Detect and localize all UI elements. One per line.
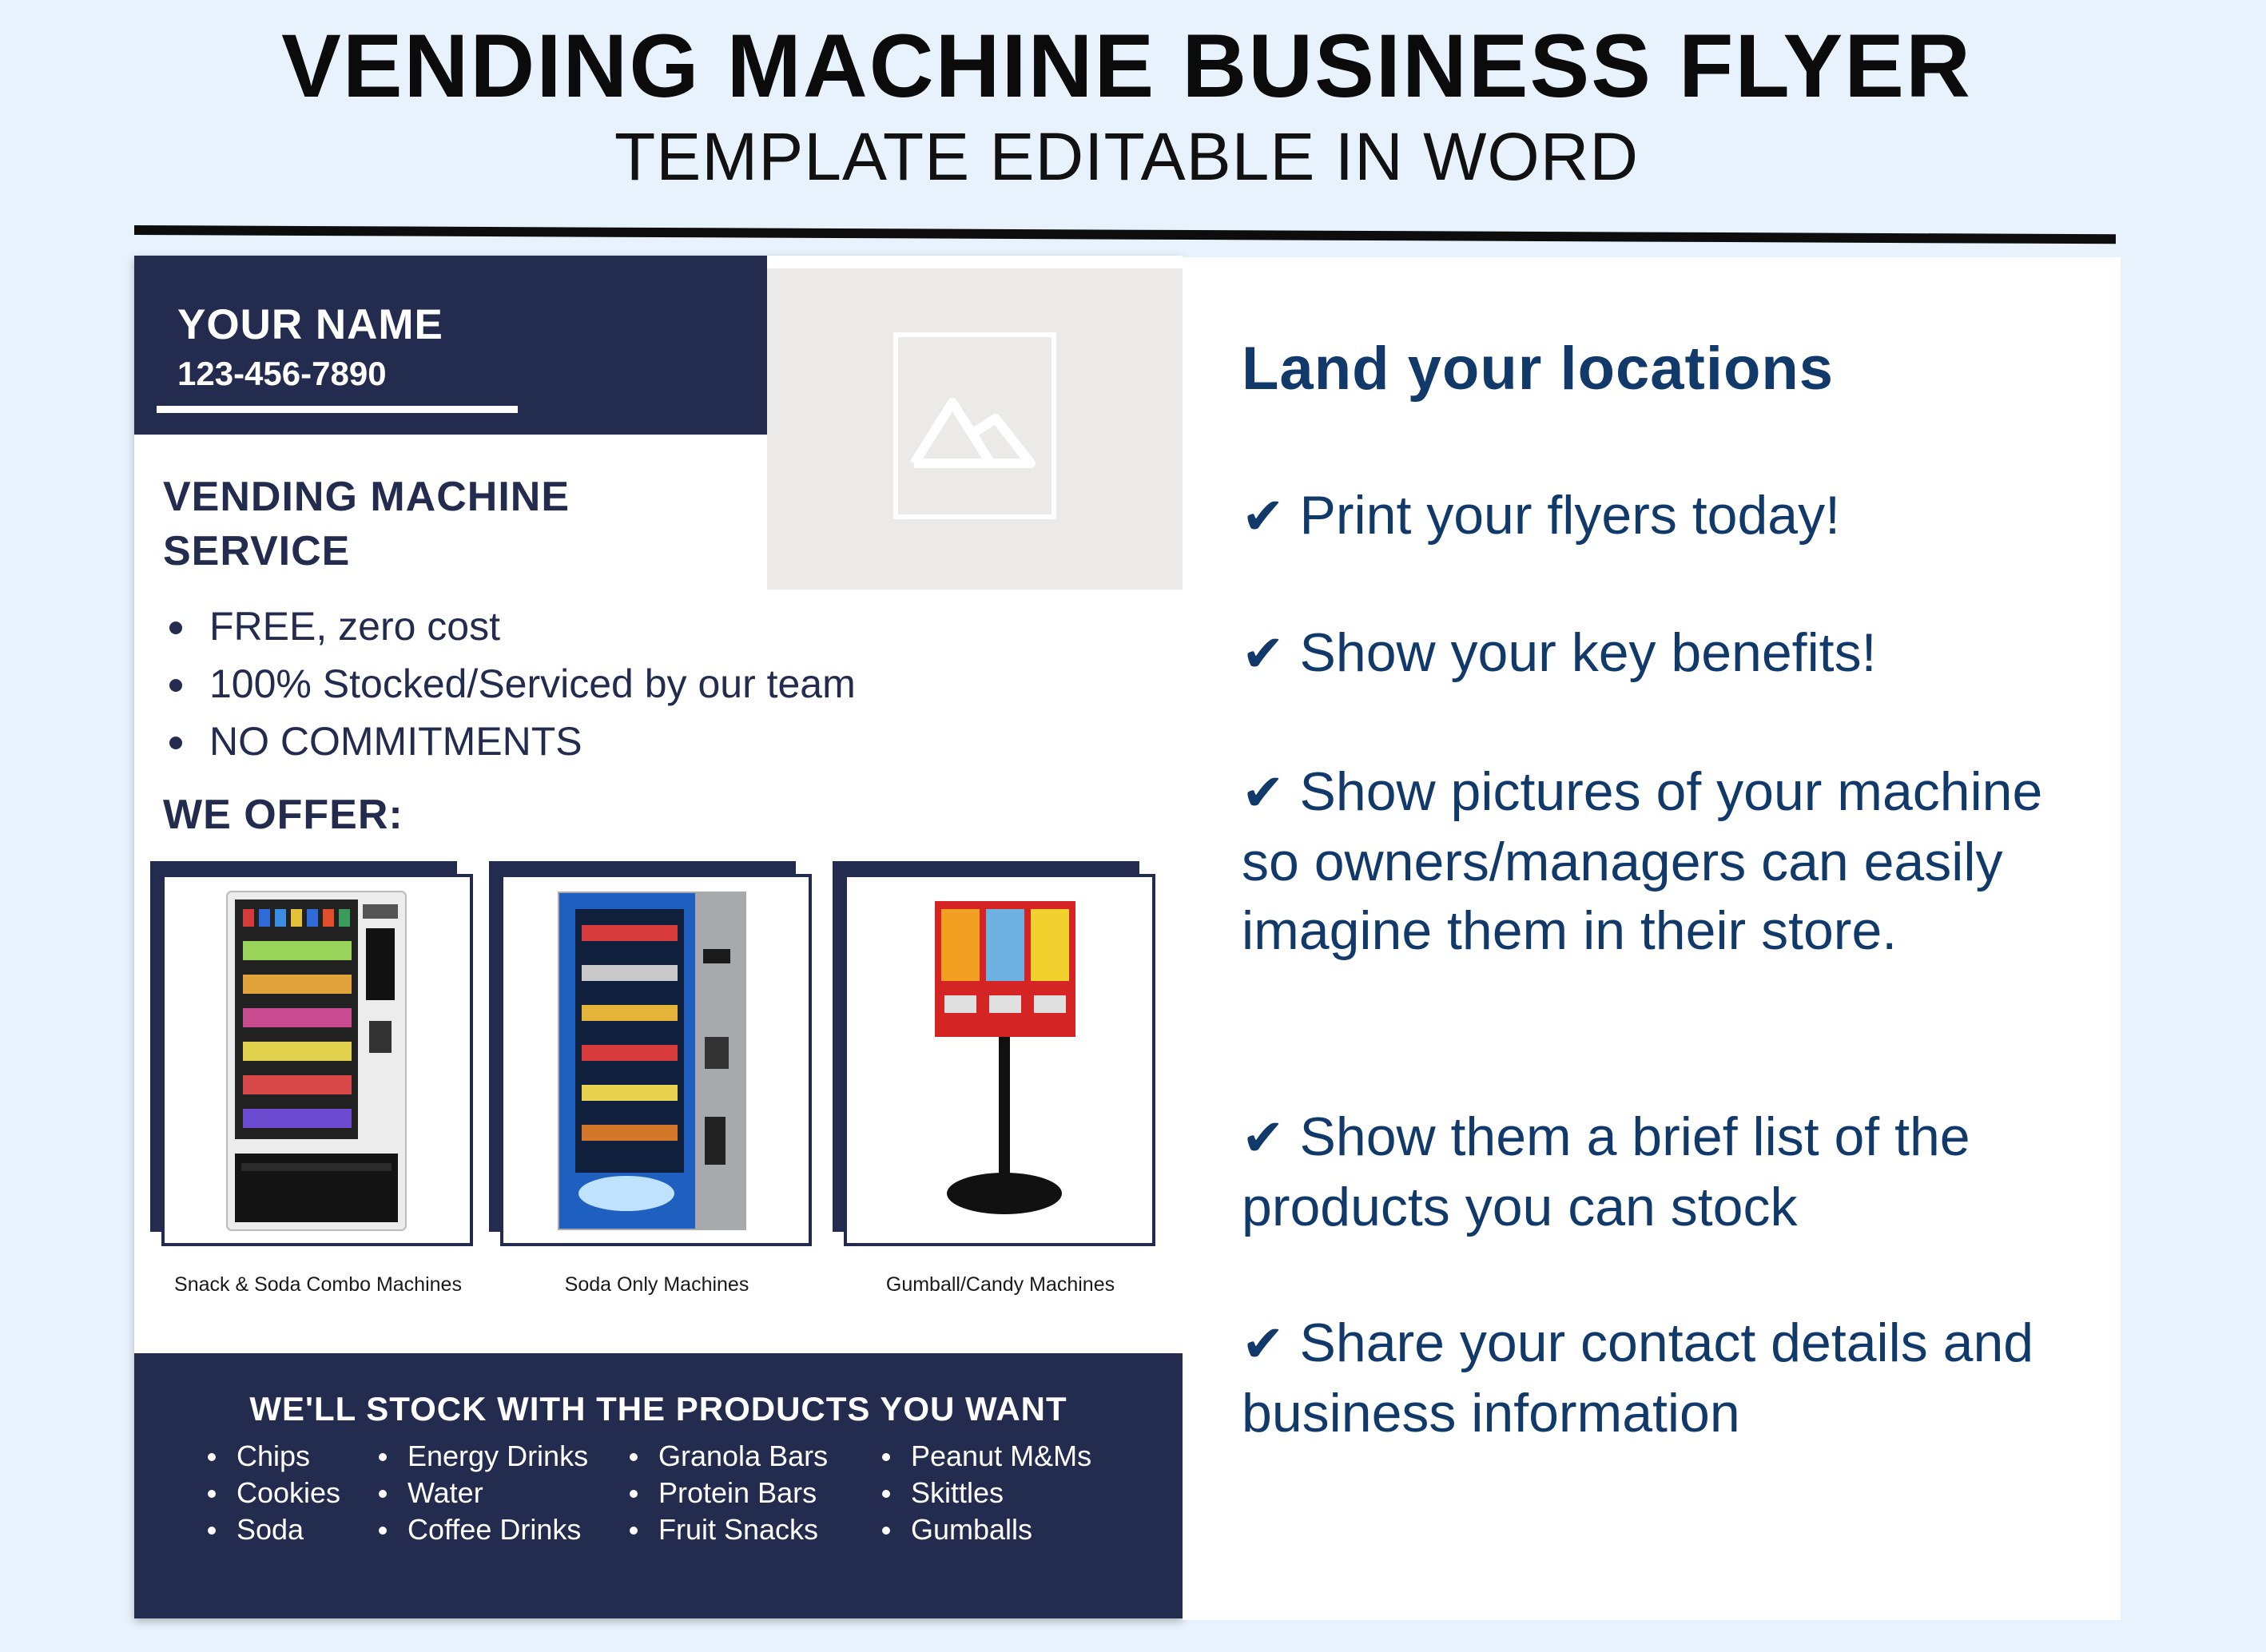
tip-text: Print your flyers today!	[1299, 485, 1841, 546]
check-icon: ✔	[1242, 487, 1285, 546]
contact-name: YOUR NAME	[177, 301, 443, 348]
tip-text: Share your contact details and business …	[1242, 1312, 2034, 1444]
gumball-machine-image	[935, 901, 1075, 1214]
photo-frame	[893, 332, 1056, 519]
stock-list: Chips Cookies Soda	[205, 1438, 340, 1548]
machine-card-gumball	[833, 861, 1155, 1248]
benefits-list: FREE, zero cost 100% Stocked/Serviced by…	[163, 598, 856, 770]
tip-text: Show pictures of your machine so owners/…	[1242, 761, 2043, 961]
mountain-image-icon	[909, 398, 1036, 468]
check-icon: ✔	[1242, 764, 1285, 823]
tip-text: Show your key benefits!	[1299, 622, 1877, 683]
machine-caption: Gumball/Candy Machines	[885, 1273, 1115, 1296]
machine-caption: Soda Only Machines	[564, 1273, 749, 1296]
service-title: VENDING MACHINE SERVICE	[163, 474, 570, 574]
stock-list: Granola Bars Protein Bars Fruit Snacks	[626, 1438, 828, 1548]
benefit-item: 100% Stocked/Serviced by our team	[163, 655, 856, 713]
stock-item: Water	[376, 1475, 588, 1511]
benefit-item: FREE, zero cost	[163, 598, 856, 655]
stock-list: Energy Drinks Water Coffee Drinks	[376, 1438, 588, 1548]
stock-band: WE'LL STOCK WITH THE PRODUCTS YOU WANT C…	[134, 1353, 1183, 1618]
offer-title: WE OFFER:	[163, 792, 404, 838]
machine-card-snack	[150, 861, 473, 1248]
tip-item: ✔ Show pictures of your machine so owner…	[1242, 757, 2105, 965]
machine-caption: Snack & Soda Combo Machines	[174, 1273, 462, 1296]
stock-list: Peanut M&Ms Skittles Gumballs	[879, 1438, 1091, 1548]
stock-item: Soda	[205, 1511, 340, 1548]
stock-item: Gumballs	[879, 1511, 1091, 1548]
tip-item: ✔ Share your contact details and busines…	[1242, 1308, 2105, 1447]
benefit-item: NO COMMITMENTS	[163, 713, 856, 770]
check-icon: ✔	[1242, 625, 1285, 684]
soda-vending-machine-image	[558, 892, 746, 1230]
header-divider	[133, 225, 2117, 244]
stock-item: Peanut M&Ms	[879, 1438, 1091, 1475]
name-block: YOUR NAME 123-456-7890	[134, 256, 767, 435]
card-frame	[844, 874, 1155, 1246]
tip-item: ✔ Show your key benefits!	[1242, 618, 2105, 689]
flyer-preview: YOUR NAME 123-456-7890 VENDING MACHINE S…	[134, 256, 1183, 1618]
check-icon: ✔	[1242, 1109, 1285, 1168]
tip-text: Show them a brief list of the products y…	[1242, 1106, 1970, 1237]
photo-placeholder	[767, 268, 1183, 590]
stock-item: Coffee Drinks	[376, 1511, 588, 1548]
tips-panel: Land your locations ✔ Print your flyers …	[1183, 257, 2121, 1620]
stock-item: Protein Bars	[626, 1475, 828, 1511]
tip-item: ✔ Show them a brief list of the products…	[1242, 1102, 2105, 1241]
stock-item: Skittles	[879, 1475, 1091, 1511]
header-title: VENDING MACHINE BUSINESS FLYER	[281, 16, 1972, 116]
contact-phone: 123-456-7890	[177, 355, 387, 392]
stock-item: Granola Bars	[626, 1438, 828, 1475]
tip-item: ✔ Print your flyers today!	[1242, 481, 2105, 551]
tips-heading: Land your locations	[1242, 335, 1835, 403]
header-subtitle: TEMPLATE EDITABLE IN WORD	[614, 119, 1640, 194]
card-frame	[500, 874, 812, 1246]
stock-title: WE'LL STOCK WITH THE PRODUCTS YOU WANT	[249, 1390, 1067, 1428]
stock-item: Cookies	[205, 1475, 340, 1511]
stock-item: Fruit Snacks	[626, 1511, 828, 1548]
name-underline	[157, 406, 518, 413]
stock-item: Chips	[205, 1438, 340, 1475]
machine-card-soda	[489, 861, 812, 1248]
card-frame	[161, 874, 473, 1246]
stock-item: Energy Drinks	[376, 1438, 588, 1475]
snack-vending-machine-image	[226, 891, 407, 1231]
check-icon: ✔	[1242, 1315, 1285, 1374]
